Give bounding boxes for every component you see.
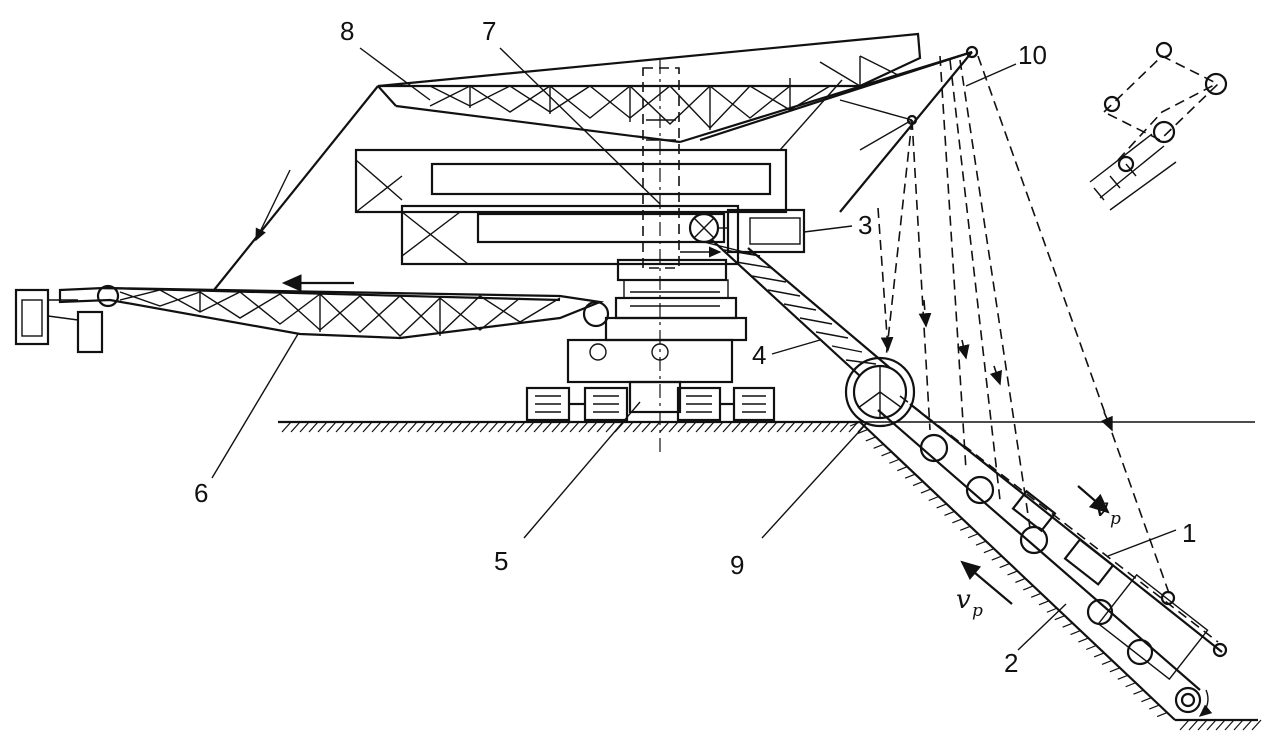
head-pulley: [844, 356, 916, 428]
velocity-arrows: [960, 485, 1110, 605]
label-6: 6: [194, 478, 208, 508]
label-9: 9: [730, 550, 744, 580]
upper-truss: [377, 32, 973, 144]
velocity-symbol: v: [956, 585, 971, 615]
bucket-ladder: [877, 395, 1228, 717]
flow-arrows: [255, 169, 722, 292]
part-labels: 1 2 3 4 5 6 7 8 9 10: [194, 16, 1196, 678]
slewing-platform: [354, 79, 843, 266]
crawler-tracks: [525, 386, 776, 422]
velocity-subscript: p: [1110, 509, 1121, 529]
velocity-symbol: v: [1094, 493, 1109, 523]
leader-lines: [211, 47, 1177, 651]
velocity-subscript: p: [972, 601, 983, 621]
undercarriage: [566, 258, 748, 414]
label-4: 4: [752, 340, 766, 370]
label-5: 5: [494, 546, 508, 576]
inset-detail: [1089, 41, 1228, 211]
label-8: 8: [340, 16, 354, 46]
central-mast: [642, 60, 680, 455]
velocity-label-lower: v p: [956, 585, 983, 621]
label-1: 1: [1182, 518, 1196, 548]
a-frame-mast: [699, 45, 979, 213]
label-7: 7: [482, 16, 496, 46]
discharge-boom-6: [14, 284, 610, 354]
label-10: 10: [1018, 40, 1047, 70]
boom-rope: [213, 85, 379, 291]
label-2: 2: [1004, 648, 1018, 678]
drive-unit-3: [688, 208, 806, 254]
hoisting-ropes: [877, 55, 1171, 597]
ground-surface: [278, 420, 1262, 731]
inclined-conveyor-4: [695, 239, 891, 377]
label-3: 3: [858, 210, 872, 240]
velocity-label-upper: v p: [1094, 493, 1121, 529]
